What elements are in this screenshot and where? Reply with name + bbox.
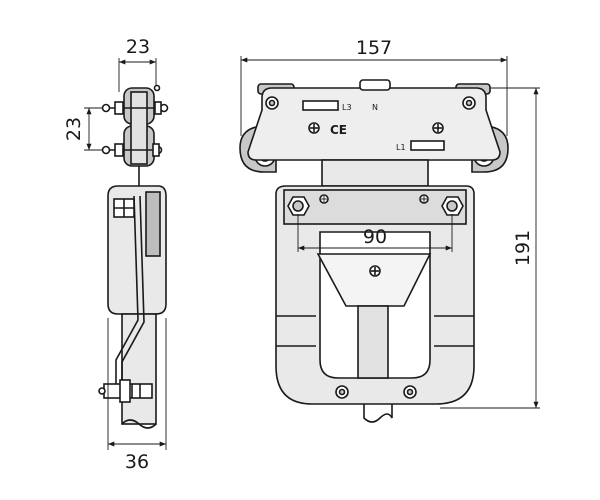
dim-front-bolt-spacing: 90 [297,214,453,252]
label-plate-l3 [302,100,339,111]
dim-side-top-width: 23 [118,36,157,92]
dim-text-front-height: 191 [512,230,534,266]
side-roller-assembly [101,84,169,190]
dim-side-bottom-width: 36 [107,318,167,473]
label-l3: L3 [342,103,352,112]
side-bolt-head-upper-left [101,103,111,113]
carrier-plate: L3 N CE L1 [247,79,501,161]
dim-text-front-width: 157 [356,37,392,59]
front-view: 157 191 L3 [239,37,540,423]
dim-side-bolt-spacing: 23 [63,107,112,151]
label-l1: L1 [396,143,406,152]
dim-text-side-bolt: 23 [63,117,85,141]
hex-bolt-left [287,196,310,216]
dim-front-width: 157 [240,37,508,136]
dim-text-front-bolt: 90 [363,226,387,248]
hex-bolt-right [441,196,464,216]
side-housing [98,185,167,429]
dim-text-side-top: 23 [126,36,150,58]
side-view: 23 23 [63,36,169,473]
ce-mark: CE [330,123,347,137]
dim-text-side-bottom: 36 [125,451,149,473]
label-n: N [372,103,378,112]
side-bolt-head-lower-left [101,145,111,155]
label-plate-l1 [410,140,445,151]
front-housing [275,185,475,423]
